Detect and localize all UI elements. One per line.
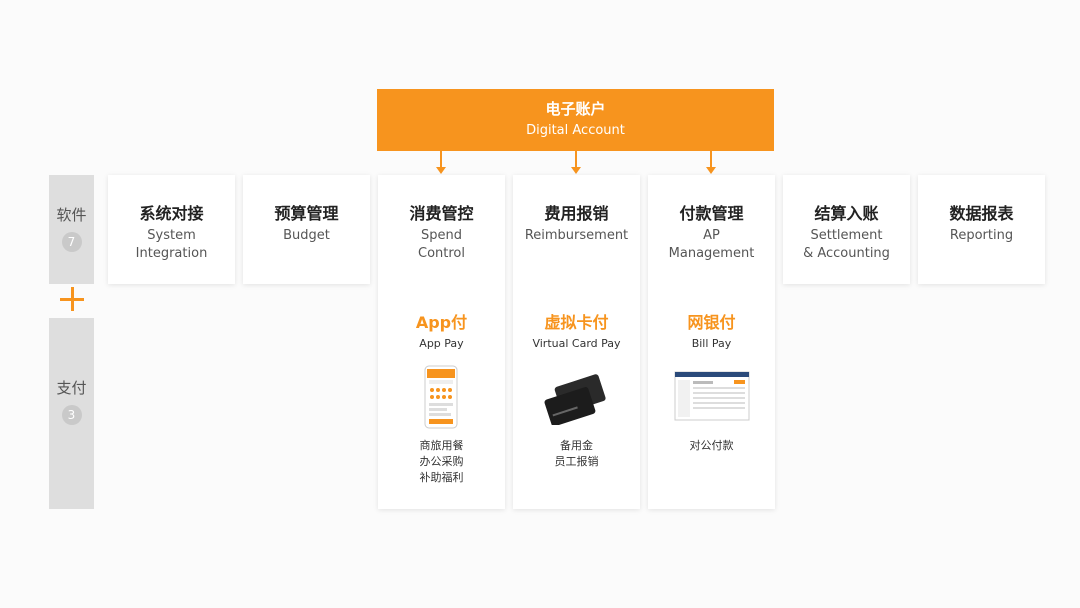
payment-title-cn: 网银付 xyxy=(687,313,736,332)
module-card-budget: 预算管理 Budget xyxy=(243,175,370,284)
payment-method-virtual-card: 虚拟卡付 Virtual Card Pay 备用金 员工报销 xyxy=(513,313,640,468)
module-card-reporting: 数据报表 Reporting xyxy=(918,175,1045,284)
module-title-cn: 预算管理 xyxy=(274,204,339,223)
module-title-cn: 数据报表 xyxy=(949,204,1014,223)
payment-use-cases: 商旅用餐 办公采购 补助福利 xyxy=(419,439,464,484)
header-title-cn: 电子账户 xyxy=(545,100,606,118)
virtual-card-icon xyxy=(544,374,606,425)
payment-label-box: 支付 3 xyxy=(49,318,94,509)
payment-use-cases: 对公付款 xyxy=(689,439,734,452)
module-title-cn: 系统对接 xyxy=(139,204,204,223)
payment-label: 支付 xyxy=(56,379,87,397)
module-title-en: Reimbursement xyxy=(524,228,629,243)
module-title-cn: 费用报销 xyxy=(544,204,609,223)
payment-count-badge: 3 xyxy=(61,405,82,425)
software-label: 软件 xyxy=(56,206,87,224)
header-title-en: Digital Account xyxy=(526,123,625,138)
module-title-en: Budget xyxy=(283,228,330,243)
software-count-badge: 7 xyxy=(61,232,82,252)
payment-method-bill-pay: 网银付 Bill Pay 对公付款 xyxy=(648,313,775,452)
module-title-en: Settlement& Accounting xyxy=(803,228,890,261)
module-title-cn: 结算入账 xyxy=(814,204,879,223)
phone-app-icon xyxy=(424,365,458,429)
payment-title-cn: App付 xyxy=(415,313,468,332)
arrow-down-icon xyxy=(435,151,447,175)
module-title-en: Reporting xyxy=(949,228,1014,243)
payment-method-app-pay: App付 App Pay 商旅用餐 办公采购 补助福利 xyxy=(378,313,505,484)
digital-account-header: 电子账户 Digital Account xyxy=(377,89,774,151)
module-title-cn: 消费管控 xyxy=(409,204,474,223)
module-title-cn: 付款管理 xyxy=(679,204,744,223)
arrow-down-icon xyxy=(705,151,717,175)
payment-title-en: App Pay xyxy=(419,337,464,350)
plus-icon xyxy=(60,287,84,311)
payment-title-cn: 虚拟卡付 xyxy=(544,313,609,332)
software-label-box: 软件 7 xyxy=(49,175,94,284)
bank-dashboard-icon xyxy=(674,371,750,421)
module-card-reimbursement: 费用报销 Reimbursement 虚拟卡付 Virtual Card Pay… xyxy=(513,175,640,509)
payment-title-en: Bill Pay xyxy=(691,337,732,350)
arrow-down-icon xyxy=(570,151,582,175)
payment-title-en: Virtual Card Pay xyxy=(532,337,621,350)
payment-use-cases: 备用金 员工报销 xyxy=(554,439,599,468)
module-card-settlement-accounting: 结算入账 Settlement& Accounting xyxy=(783,175,910,284)
